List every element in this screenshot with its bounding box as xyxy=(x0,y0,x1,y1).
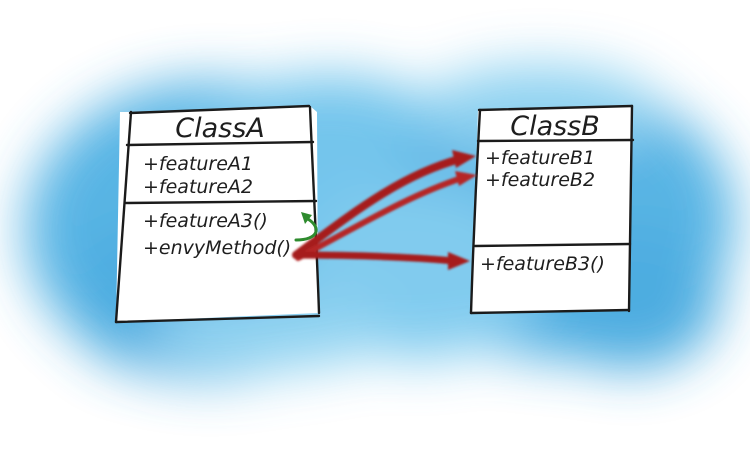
class-b-header-divider xyxy=(476,138,635,143)
arrowhead-featureB1 xyxy=(452,150,476,168)
arrowhead-featureA3 xyxy=(301,212,312,224)
arrowhead-featureB2 xyxy=(455,171,477,186)
arrow-to-featureB2 xyxy=(295,175,465,261)
class-b-method: +featureB3() xyxy=(480,253,605,275)
internal-call-arrow xyxy=(294,212,318,242)
class-b-name: ClassB xyxy=(510,111,600,142)
arrow-to-featureB1 xyxy=(292,155,464,259)
class-a-method: +envyMethod() xyxy=(143,237,291,259)
class-a-attr-divider xyxy=(124,199,318,205)
class-a-name: ClassA xyxy=(175,113,265,144)
class-b-attribute: +featureB1 xyxy=(485,147,595,169)
class-a-box: ClassA +featureA1 +featureA2 +featureA3(… xyxy=(114,104,321,324)
external-call-arrows xyxy=(292,150,477,270)
class-a-attribute: +featureA2 xyxy=(143,176,253,198)
arrow-to-featureB3 xyxy=(292,251,459,265)
class-a-header-divider xyxy=(125,140,315,147)
class-b-attr-divider xyxy=(473,242,632,248)
class-b-attribute: +featureB2 xyxy=(485,169,595,191)
class-b-box: ClassB +featureB1 +featureB2 +featureB3(… xyxy=(469,104,635,315)
class-a-fill xyxy=(116,106,318,322)
class-b-fill xyxy=(472,106,632,312)
class-a-attribute: +featureA1 xyxy=(143,153,253,175)
arrowhead-featureB3 xyxy=(448,252,470,270)
class-a-method: +featureA3() xyxy=(143,210,268,232)
